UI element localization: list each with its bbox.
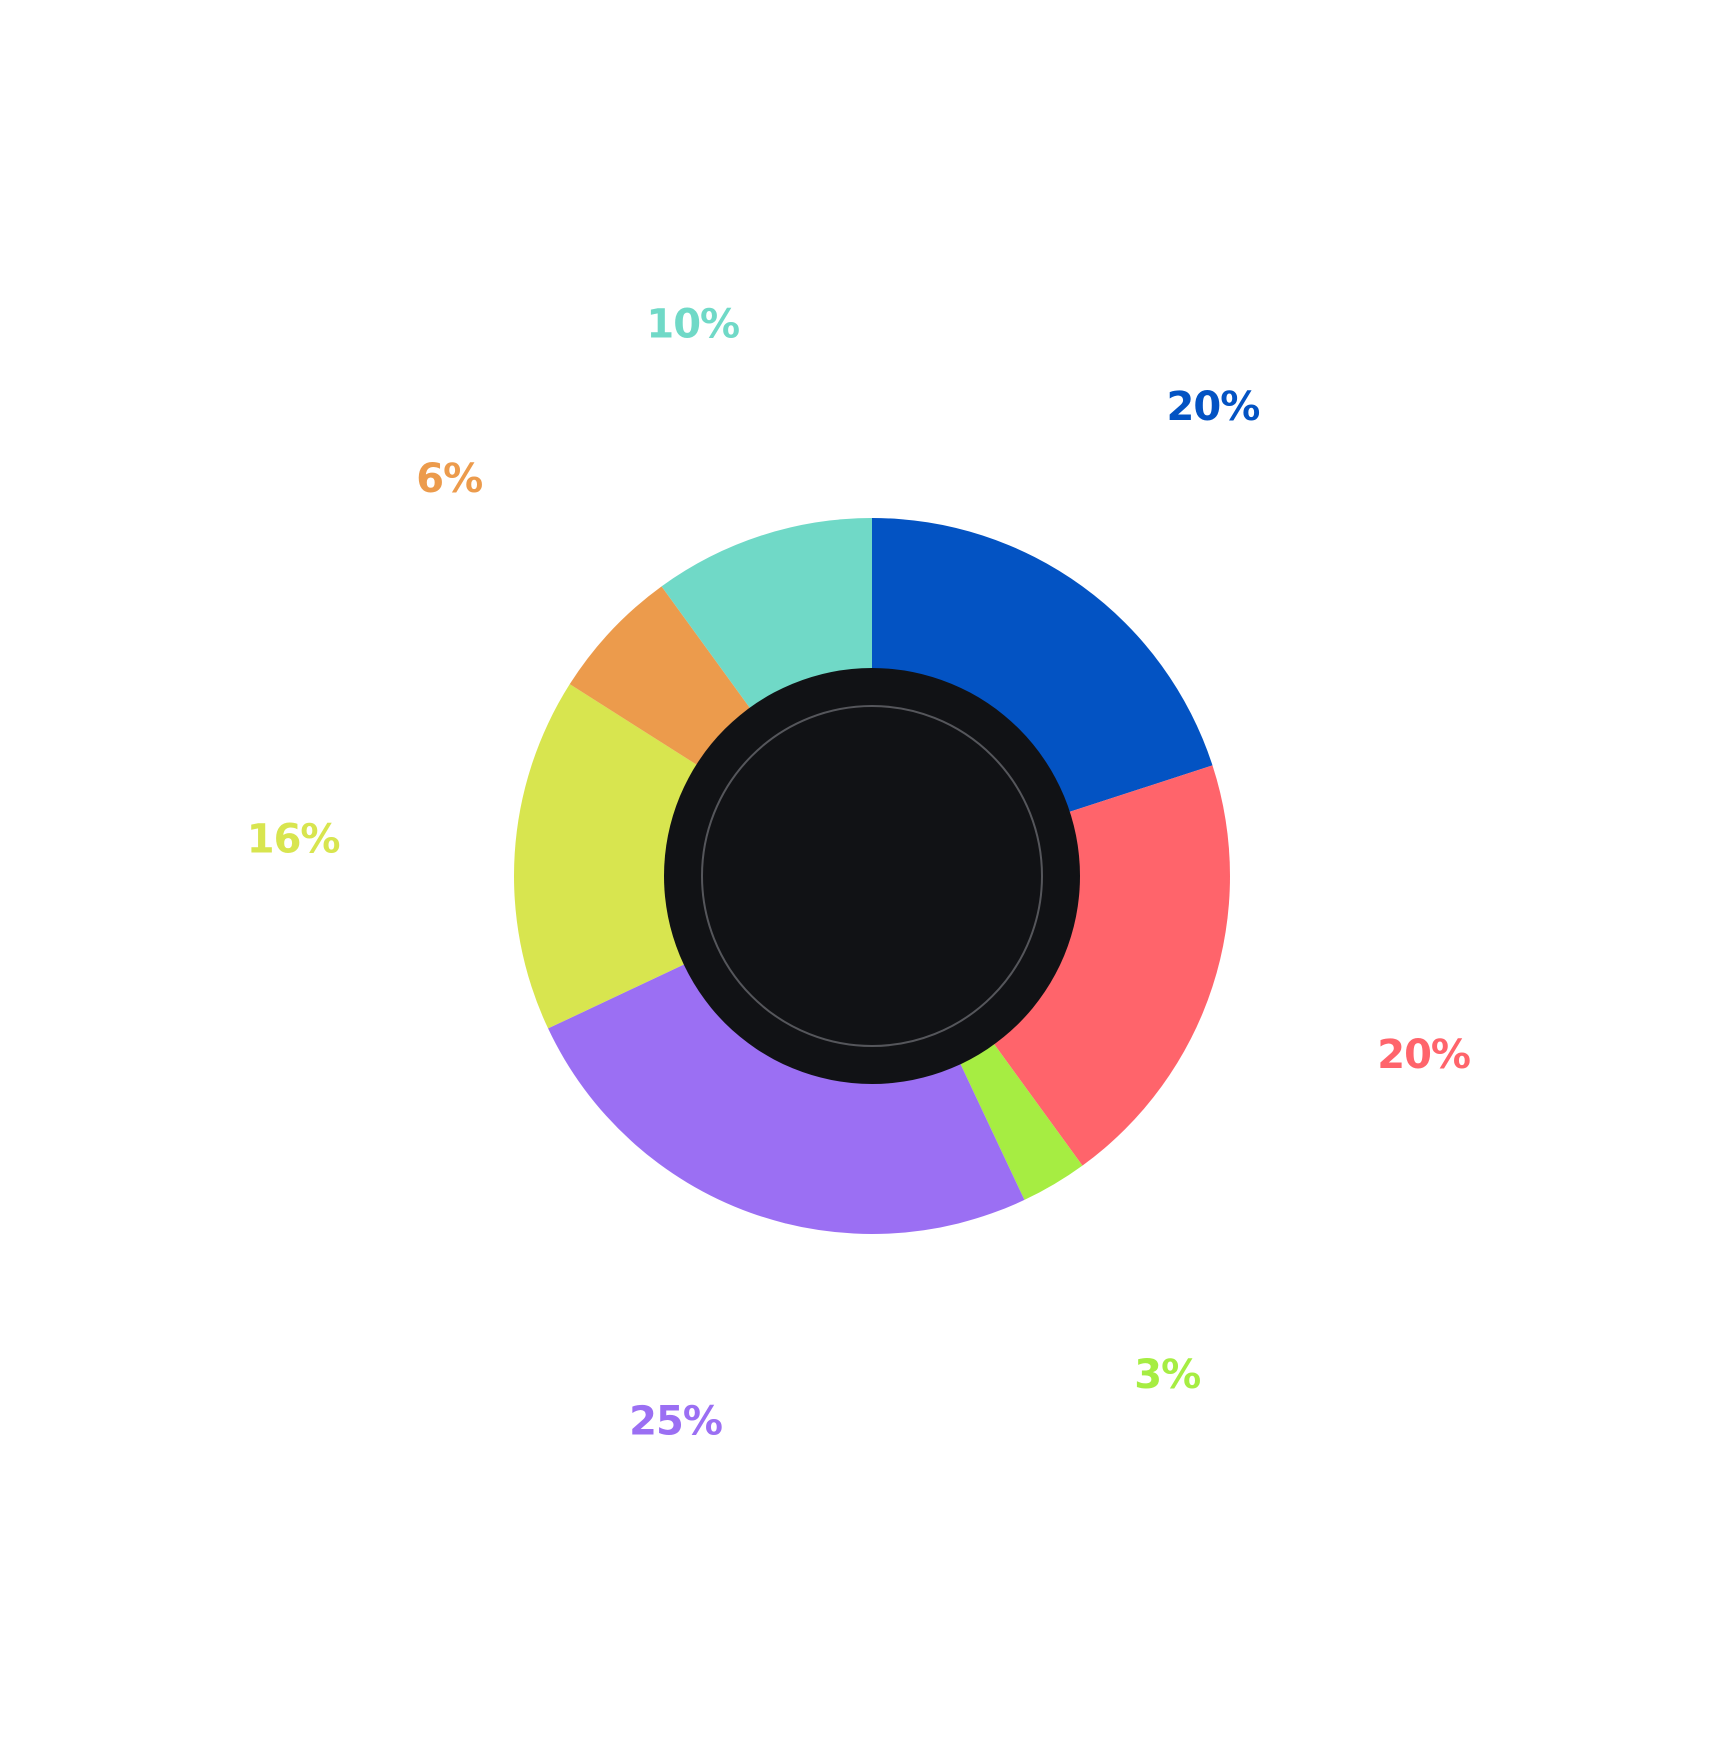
center-hole [664, 668, 1080, 1084]
slice-label-2: 20% [1377, 1032, 1470, 1078]
slice-label-5: 16% [247, 817, 340, 863]
labels-layer: 20% 20% 3% 25% 16% 6% 10% [247, 301, 1471, 1445]
slice-label-7: 10% [646, 301, 739, 347]
slice-label-1: 20% [1167, 384, 1260, 430]
slice-label-3: 3% [1134, 1352, 1200, 1398]
slice-label-4: 25% [629, 1399, 722, 1445]
center-ring [701, 705, 1043, 1047]
slice-label-6: 6% [416, 456, 482, 502]
